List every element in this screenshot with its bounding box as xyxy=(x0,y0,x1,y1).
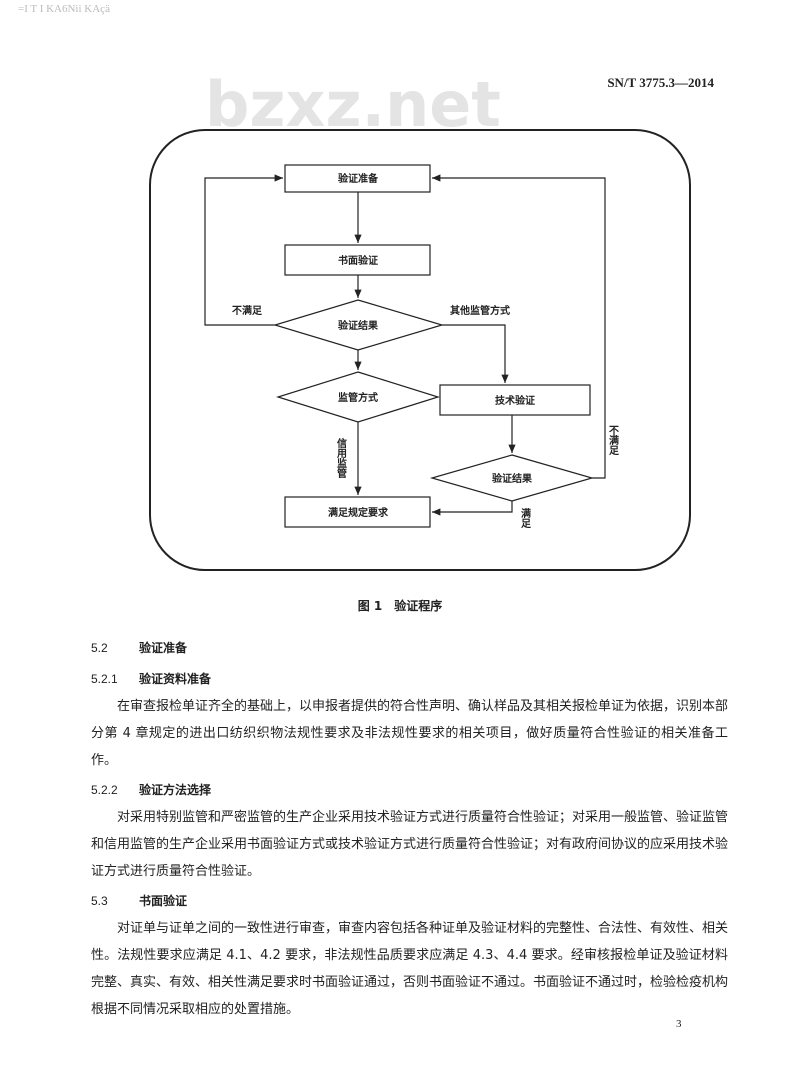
scan-watermark: =I T I KA6Nii KAçä xyxy=(18,3,110,15)
node-result1-label: 验证结果 xyxy=(338,319,379,332)
flowchart-frame xyxy=(149,129,691,571)
label-not-satisfied-left: 不满足 xyxy=(232,304,263,317)
figure-caption: 图 1 验证程序 xyxy=(357,599,443,613)
paragraph: 对证单与证单之间的一致性进行审查，审查内容包括各种证单及验证材料的完整性、合法性… xyxy=(91,921,729,1017)
label-other-supervision: 其他监管方式 xyxy=(450,304,510,317)
flowchart: bzxz.net 验证准备 书面验证 验证结果 监管方式 技术验证 验证结果 满… xyxy=(149,68,691,571)
node-satisfied xyxy=(284,496,431,528)
node-result2-label: 验证结果 xyxy=(492,472,533,485)
node-written-label: 书面验证 xyxy=(338,254,378,267)
paragraph: 在审查报检单证齐全的基础上，以申报者提供的符合性声明、确认样品及其相关报检单证为… xyxy=(91,699,729,768)
label-credit-supervision: 信用监管 xyxy=(335,437,348,479)
node-satisfied-label: 满足规定要求 xyxy=(328,506,389,519)
node-technical-label: 技术验证 xyxy=(495,394,535,407)
label-satisfied: 满足 xyxy=(519,507,531,529)
standard-code: SN/T 3775.3—2014 xyxy=(607,75,714,90)
label-not-satisfied-right: 不满足 xyxy=(607,425,619,456)
site-watermark: bzxz.net xyxy=(205,68,501,141)
node-supervision-label: 监管方式 xyxy=(338,391,378,404)
paragraph: 对采用特别监管和严密监管的生产企业采用技术验证方式进行质量符合性验证；对采用一般… xyxy=(91,810,729,879)
page-number: 3 xyxy=(676,1018,682,1030)
node-technical xyxy=(439,384,591,416)
node-prep-label: 验证准备 xyxy=(338,172,379,185)
